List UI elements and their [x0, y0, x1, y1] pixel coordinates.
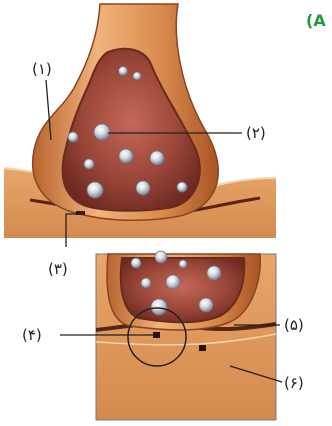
vesicle: [68, 132, 78, 142]
label-5: (۵): [284, 316, 304, 334]
label-2: (۲): [246, 124, 266, 142]
vesicle: [199, 298, 213, 312]
vesicle: [133, 72, 141, 80]
vesicle: [141, 278, 151, 288]
vesicle: [94, 124, 110, 140]
corner-mark: (A: [306, 11, 326, 30]
label-1: (۱): [32, 60, 52, 78]
receptor-marker: [153, 332, 160, 338]
label-6: (۶): [284, 374, 304, 392]
top-panel: [4, 4, 276, 238]
vesicle: [151, 299, 167, 315]
vesicle: [150, 151, 164, 165]
vesicle: [84, 159, 94, 169]
vesicle: [131, 258, 141, 268]
vesicle: [87, 182, 103, 198]
vesicle: [119, 149, 133, 163]
vesicle: [179, 260, 187, 268]
receptor-marker: [199, 345, 206, 351]
vesicle: [155, 251, 167, 263]
vesicle: [166, 275, 180, 289]
vesicle: [207, 266, 221, 280]
label-4: (۴): [22, 326, 42, 344]
vesicle: [177, 182, 187, 192]
vesicle: [136, 181, 150, 195]
label-3: (۳): [48, 260, 68, 278]
vesicle: [119, 67, 128, 76]
